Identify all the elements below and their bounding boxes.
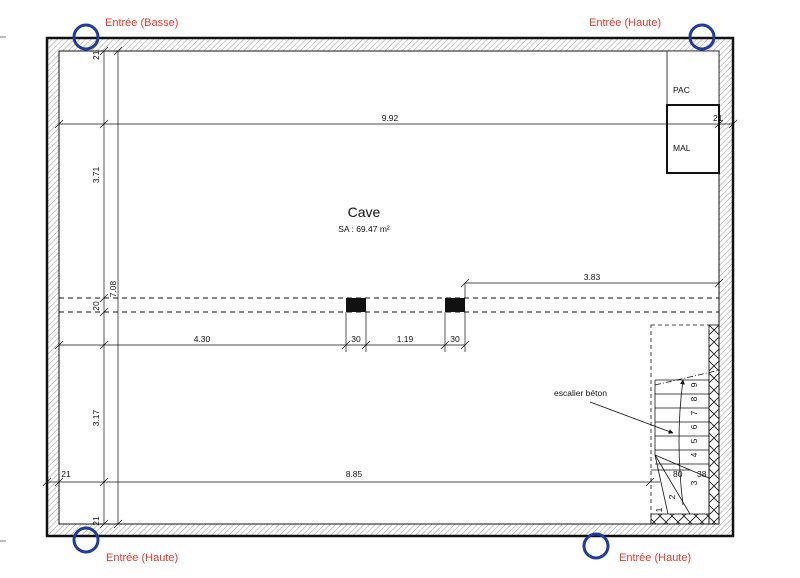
dim-top-wall-right: 21: [713, 113, 723, 123]
dimension-lines: [42, 46, 738, 529]
dim-total-height: 7.08: [108, 280, 118, 297]
stair-step-2: 2: [667, 494, 677, 499]
room-name: Cave: [348, 204, 381, 220]
entry-label-top-right: Entrée (Haute): [589, 17, 661, 29]
entry-ring-top-right: [688, 23, 716, 51]
dim-right-segment: 3.83: [584, 272, 601, 282]
stair-dim-landing: 80: [673, 469, 683, 479]
dim-upper-height: 3.71: [91, 166, 101, 183]
room-area: SA : 69.47 m²: [338, 224, 390, 234]
dim-between-pillars: 1.19: [397, 334, 414, 344]
stair-step-6: 6: [689, 424, 699, 429]
dim-top-wall-left: 21: [91, 50, 101, 60]
dim-bottom-wall: 21: [91, 516, 101, 526]
dim-left-segment: 4.30: [194, 334, 211, 344]
entry-label-bottom-right: Entrée (Haute): [619, 552, 691, 564]
entry-ring-bottom-right: [582, 532, 610, 560]
beam: [59, 297, 719, 313]
entry-ring-top-left: [72, 23, 100, 51]
stair-step-1: 1: [654, 507, 664, 512]
entry-ring-bottom-left: [72, 526, 100, 554]
stair-step-8: 8: [689, 396, 699, 401]
entry-label-bottom-left: Entrée (Haute): [106, 552, 178, 564]
stair-step-3: 3: [689, 480, 699, 485]
staircase: 9 8 7 6 5 4 3 2 1 80 38 escalier béton: [554, 324, 721, 525]
dim-lower-height: 3.17: [91, 409, 101, 426]
pac-label: PAC: [673, 85, 690, 95]
dim-bottom-width: 8.85: [346, 469, 363, 479]
mal-label: MAL: [673, 143, 691, 153]
dim-pillar-1: 30: [351, 334, 361, 344]
dim-left-wall: 21: [61, 469, 71, 479]
stair-step-5: 5: [689, 438, 699, 443]
entry-markers: Entrée (Basse) Entrée (Haute) Entrée (Ha…: [72, 17, 716, 564]
stair-label: escalier béton: [554, 388, 607, 398]
pillar-right: [445, 298, 465, 312]
stair-step-7: 7: [689, 410, 699, 415]
stair-dim-side: 38: [697, 469, 707, 479]
entry-label-top-left: Entrée (Basse): [105, 17, 178, 29]
dim-pillar-2: 30: [450, 334, 460, 344]
pillar-left: [346, 298, 366, 312]
utility-area: PAC MAL: [666, 50, 720, 174]
dim-beam-height: 20: [91, 301, 101, 311]
stair-step-9: 9: [689, 382, 699, 387]
stair-step-4: 4: [689, 452, 699, 457]
dim-total-width: 9.92: [382, 113, 399, 123]
exterior-wall: [45, 36, 735, 538]
